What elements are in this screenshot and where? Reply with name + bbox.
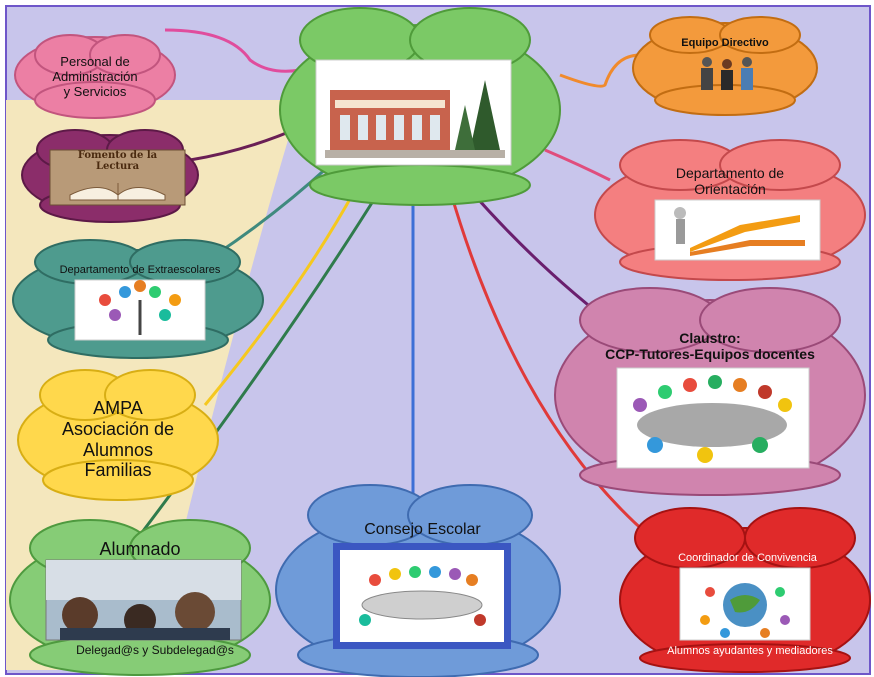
node-personal-label: Personal de Administración y Servicios — [52, 54, 138, 99]
puzzle-table-image — [616, 367, 810, 469]
connector-equipo — [559, 53, 641, 88]
node-convivencia-sublabel: Alumnos ayudantes y mediadores — [667, 644, 833, 657]
cloud-personal — [14, 34, 176, 119]
connector-orientacion — [544, 148, 611, 182]
cloud-equipo — [632, 16, 818, 116]
node-claustro-label: Claustro: CCP-Tutores-Equipos docentes — [605, 329, 815, 362]
connector-convivencia — [448, 189, 661, 547]
meeting-table-image — [333, 543, 511, 649]
node-orientacion-label: Departamento de Orientación — [675, 164, 785, 197]
classroom-image — [45, 559, 242, 641]
open-book-image — [49, 149, 186, 206]
node-extraescolares-label: Departamento de Extraescolares — [59, 263, 221, 276]
connector-ampa — [203, 189, 357, 406]
school-building-image — [315, 59, 512, 166]
node-consejo-label: Consejo Escolar — [364, 520, 481, 538]
node-alumnado-label: Alumnado — [99, 538, 181, 559]
connector-personal — [164, 28, 301, 73]
node-equipo-label: Equipo Directivo — [681, 36, 769, 49]
globe-figures-image — [679, 567, 811, 641]
node-ampa-label: AMPA Asociación de Alumnos Familias — [61, 398, 175, 481]
node-alumnado-sublabel: Delegad@s y Subdelegad@s — [76, 643, 234, 658]
guide-arrows-image — [654, 199, 821, 261]
tree-activities-image — [74, 279, 206, 341]
node-biblioteca-label: Fomento de la Lectura — [77, 149, 158, 173]
three-people-icon — [701, 57, 753, 90]
cloud-ampa — [17, 369, 219, 501]
node-convivencia-label: Coordinador de Convivencia — [678, 551, 817, 564]
